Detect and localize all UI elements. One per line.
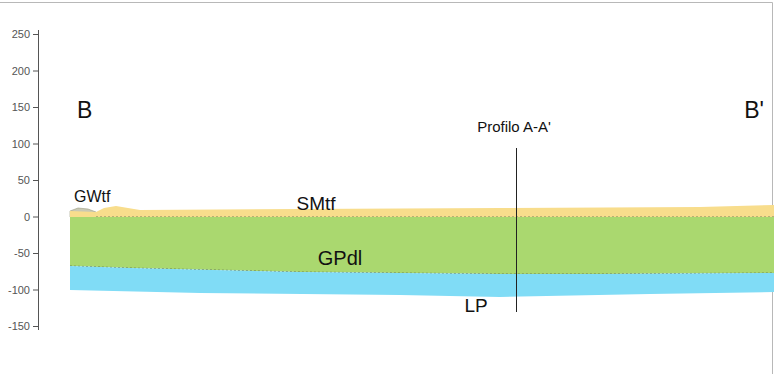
frame-line <box>772 3 773 374</box>
stratum-shape <box>70 266 774 297</box>
axis-value: 0 <box>24 212 30 223</box>
axis-value: -150 <box>8 321 30 332</box>
axis-value: 250 <box>12 29 30 40</box>
stratum-shape <box>70 205 774 217</box>
stratum-band: GPdl <box>70 217 774 274</box>
stratum-label: SMtf <box>296 194 335 213</box>
axis-value: 100 <box>12 139 30 150</box>
axis-value: -100 <box>8 285 30 296</box>
axis-ticks <box>33 35 39 327</box>
stratum-fill <box>70 190 774 218</box>
stratum-band: SMtf <box>70 190 774 218</box>
section-end-label: B' <box>744 99 764 122</box>
frame-line <box>0 2 773 3</box>
stratum-fill <box>70 266 774 299</box>
stratum-label: GPdl <box>318 248 362 268</box>
profile-label: Profilo A-A' <box>477 119 551 134</box>
axis-value: 200 <box>12 66 30 77</box>
axis-value: 50 <box>18 175 30 186</box>
stratum-band: LP <box>70 266 774 299</box>
stratum-label: LP <box>464 296 487 315</box>
stratum-fill <box>70 217 774 274</box>
stratum-shape <box>70 217 774 274</box>
axis-value: 150 <box>12 102 30 113</box>
unit-label: GWtf <box>74 189 110 205</box>
section-end-label: B <box>77 99 92 122</box>
axis-value: -50 <box>14 248 30 259</box>
